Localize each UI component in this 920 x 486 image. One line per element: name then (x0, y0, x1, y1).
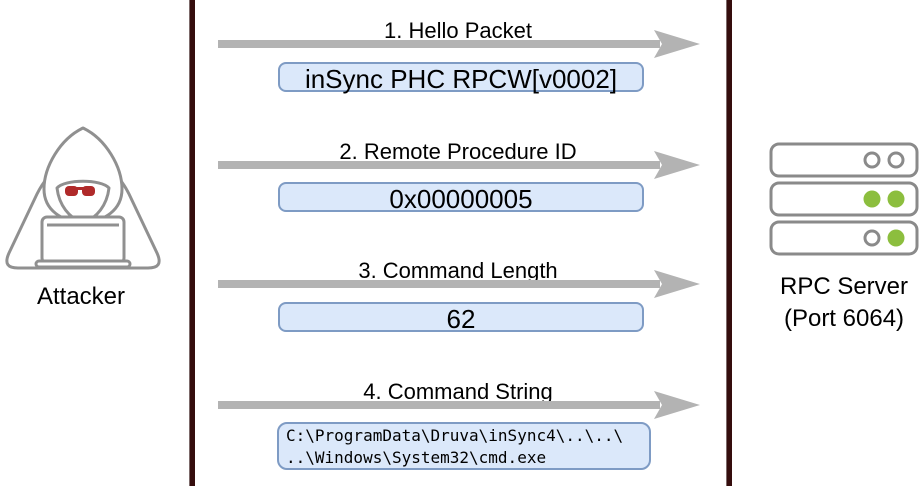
server-icon (769, 142, 919, 256)
server-label-line2: (Port 6064) (783, 305, 905, 332)
message-2-label: 2. Remote Procedure ID (339, 139, 577, 164)
message-4-payload: C:\ProgramData\Druva\inSync4\..\..\ ..\W… (277, 422, 651, 470)
server-label-line1: RPC Server (779, 273, 909, 300)
server-lifeline (726, 0, 732, 486)
command-string-line2: ..\Windows\System32\cmd.exe (286, 448, 547, 467)
message-3-arrow-icon (218, 270, 700, 298)
attacker-label: Attacker (36, 283, 126, 310)
message-3-label: 3. Command Length (358, 258, 558, 283)
attacker-icon (5, 126, 161, 270)
message-2-payload: 0x00000005 (278, 182, 644, 214)
message-1-payload: inSync PHC RPCW[v0002] (278, 62, 644, 94)
message-4-label: 4. Command String (363, 379, 553, 404)
glasses-icon (65, 186, 95, 196)
laptop-icon (34, 215, 132, 269)
server-led-green (863, 190, 905, 247)
command-string-line1: C:\ProgramData\Druva\inSync4\..\..\ (286, 426, 624, 445)
message-1-label: 1. Hello Packet (384, 18, 532, 43)
message-2-arrow-icon (218, 151, 700, 179)
message-3-payload: 62 (278, 302, 644, 334)
attacker-lifeline (189, 0, 195, 486)
message-1-arrow-icon (218, 30, 700, 58)
message-4-arrow-icon (218, 391, 700, 419)
